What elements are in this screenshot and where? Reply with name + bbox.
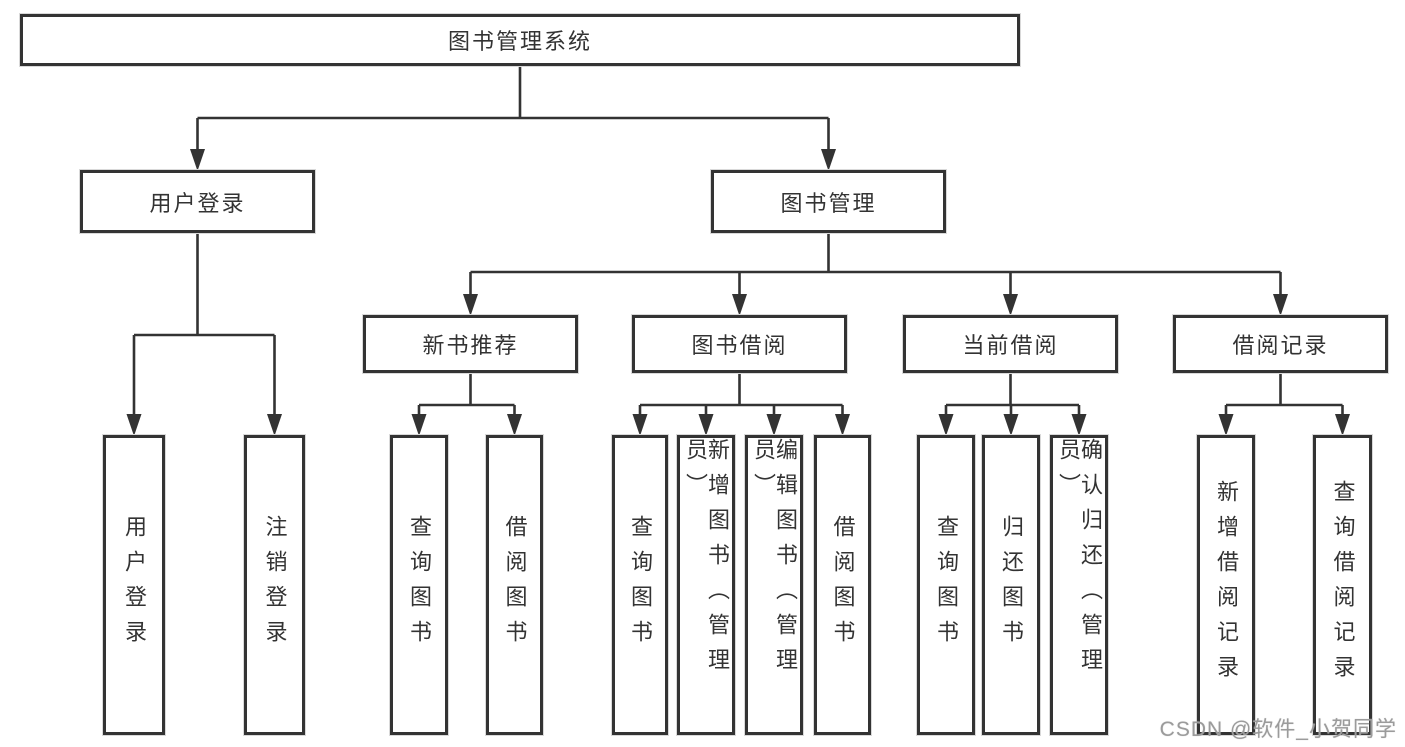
leaf-confirm-return-admin: 确认归还（管理员） <box>1050 435 1108 735</box>
leaf-query-books-3: 查询图书 <box>917 435 975 735</box>
node-label: 归还图书 <box>999 515 1024 655</box>
leaf-borrow-books-1: 借阅图书 <box>486 435 543 735</box>
node-label: 借阅记录 <box>1232 333 1329 358</box>
node-new-book-recommend: 新书推荐 <box>363 315 578 373</box>
arrowheads <box>126 149 1350 436</box>
node-label: 确认归还（管理员） <box>1056 438 1103 683</box>
node-label: 新增图书（管理员） <box>683 438 730 683</box>
node-user-login: 用户登录 <box>80 170 315 233</box>
node-label: 图书管理系统 <box>447 29 592 54</box>
node-label: 当前借阅 <box>962 333 1059 358</box>
node-label: 图书管理 <box>780 190 877 216</box>
node-label: 用户登录 <box>149 190 246 216</box>
leaf-return-books: 归还图书 <box>982 435 1040 735</box>
node-label: 查询图书 <box>628 515 653 655</box>
node-label: 查询图书 <box>407 515 432 655</box>
node-library-system: 图书管理系统 <box>20 14 1020 66</box>
leaf-borrow-books-2: 借阅图书 <box>814 435 871 735</box>
node-borrow-records: 借阅记录 <box>1173 315 1388 373</box>
node-current-borrow: 当前借阅 <box>903 315 1118 373</box>
node-label: 新书推荐 <box>422 333 519 358</box>
leaf-add-borrow-record: 新增借阅记录 <box>1197 435 1255 735</box>
leaf-user-login: 用户登录 <box>103 435 165 735</box>
node-label: 借阅图书 <box>830 515 856 655</box>
node-label: 新增借阅记录 <box>1214 480 1239 690</box>
node-book-borrow: 图书借阅 <box>632 315 847 373</box>
leaf-query-books-2: 查询图书 <box>612 435 668 735</box>
node-label: 注销登录 <box>262 515 288 655</box>
csdn-watermark: CSDN @软件_小贺同学 <box>1159 718 1397 741</box>
leaf-edit-books-admin: 编辑图书（管理员） <box>745 435 803 735</box>
node-label: 图书借阅 <box>691 333 788 358</box>
node-label: 用户登录 <box>122 515 147 655</box>
node-label: 编辑图书（管理员） <box>751 438 798 683</box>
node-label: 借阅图书 <box>502 515 528 655</box>
leaf-query-books-1: 查询图书 <box>390 435 448 735</box>
leaf-logout: 注销登录 <box>244 435 305 735</box>
leaf-query-borrow-record: 查询借阅记录 <box>1313 435 1372 735</box>
node-label: 查询借阅记录 <box>1330 480 1356 690</box>
leaf-add-books-admin: 新增图书（管理员） <box>677 435 735 735</box>
node-label: 查询图书 <box>934 515 959 655</box>
node-book-management: 图书管理 <box>711 170 946 233</box>
